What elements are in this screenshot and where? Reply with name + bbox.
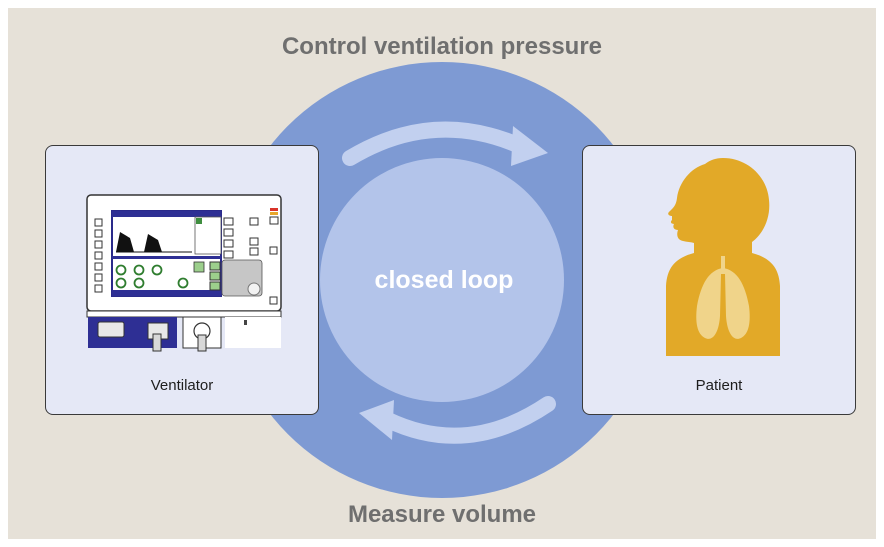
patient-silhouette-icon — [666, 158, 780, 356]
lungs-icon — [696, 268, 750, 339]
patient-box: Patient — [582, 145, 856, 415]
return-arrow-icon — [359, 396, 556, 444]
ventilator-device-icon — [86, 194, 282, 352]
patient-label: Patient — [695, 377, 743, 394]
ventilator-label: Ventilator — [150, 377, 214, 394]
measure-volume-label: Measure volume — [347, 501, 537, 528]
loop-inner-disc — [320, 158, 564, 402]
ventilator-box: Ventilator — [45, 145, 319, 415]
control-pressure-label: Control ventilation pressure — [281, 33, 603, 60]
forward-arrow-icon — [342, 121, 548, 166]
closed-loop-label: closed loop — [374, 266, 514, 294]
diagram-canvas: Control ventilation pressure closed loop — [8, 8, 876, 539]
closed-loop-graphic — [224, 62, 660, 498]
